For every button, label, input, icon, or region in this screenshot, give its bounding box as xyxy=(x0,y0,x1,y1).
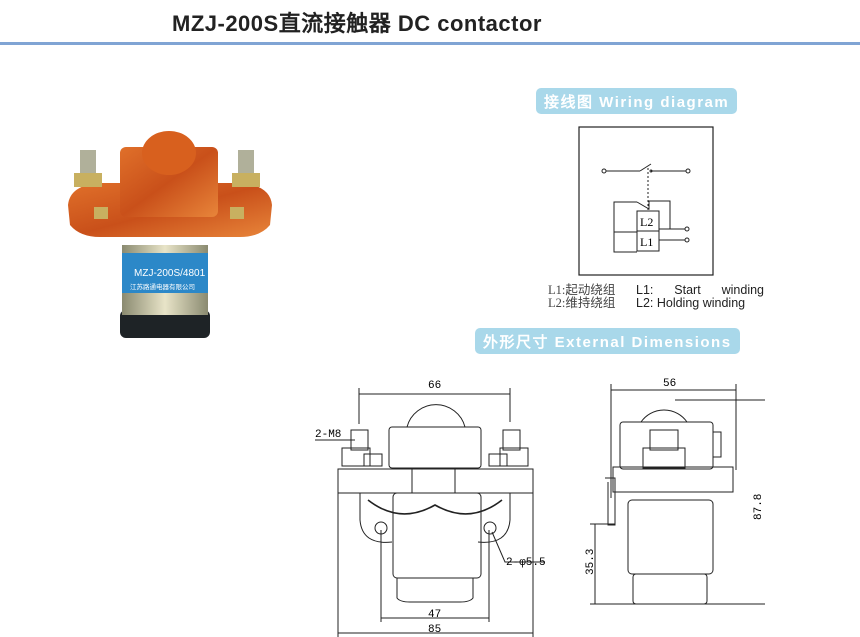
dim-hole-spacing: 47 xyxy=(428,609,441,621)
photo-maker-label: 江苏路通电器有限公司 xyxy=(130,282,195,291)
legend-en: L1: Start winding xyxy=(636,283,764,297)
dim-side-height: 87.8 xyxy=(753,494,765,520)
wiring-legend: L1:起动绕组 L1: Start winding L2:维持绕组 L2: Hold… xyxy=(548,284,764,310)
legend-row: L1:起动绕组 L1: Start winding xyxy=(548,284,764,297)
wiring-diagram-badge: 接线图 Wiring diagram xyxy=(536,88,738,114)
legend-row: L2:维持绕组 L2: Holding winding xyxy=(548,297,764,310)
side-view-drawing: 56 87.8 35.3 xyxy=(585,378,765,605)
legend-cn: L1:起动绕组 xyxy=(548,283,616,297)
wiring-diagram: L2 L1 xyxy=(578,126,714,276)
product-photo: MZJ-200S/4801 江苏路通电器有限公司 xyxy=(68,131,272,338)
legend-en: L2: Holding winding xyxy=(636,296,746,310)
dim-lower-height: 35.3 xyxy=(585,549,597,575)
coil-l2-label: L2 xyxy=(640,215,653,229)
coil-l1-label: L1 xyxy=(640,235,653,249)
legend-cn: L2:维持绕组 xyxy=(548,296,616,310)
dim-thread: 2-M8 xyxy=(315,429,341,441)
dim-base-width: 85 xyxy=(428,624,441,636)
dim-side-width: 56 xyxy=(663,378,676,390)
page-title: MZJ-200S直流接触器 DC contactor xyxy=(172,11,542,36)
dimensions-badge: 外形尺寸 External Dimensions xyxy=(475,328,740,354)
header-divider xyxy=(0,42,860,45)
photo-model-label: MZJ-200S/4801 xyxy=(134,268,206,279)
dim-hole: 2-φ5.5 xyxy=(506,557,546,569)
front-view-drawing: 66 2-M8 2-φ5.5 47 85 xyxy=(315,380,546,637)
dim-width-top: 66 xyxy=(428,380,441,392)
